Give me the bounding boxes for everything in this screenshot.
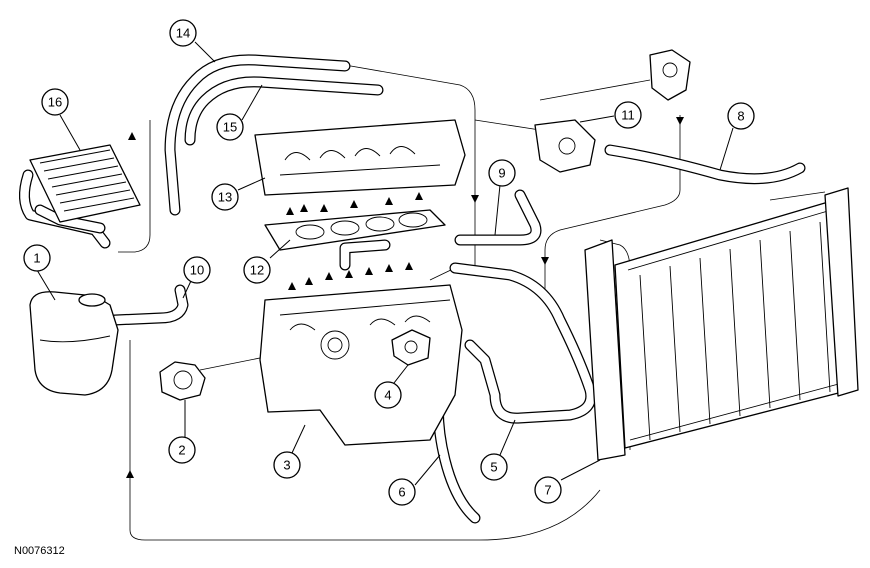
- coolant-outlet: [534, 119, 596, 173]
- svg-text:12: 12: [250, 263, 264, 278]
- svg-text:9: 9: [498, 166, 505, 181]
- callout-14: 14: [169, 19, 197, 47]
- callout-13: 13: [211, 183, 239, 211]
- radiator: [584, 187, 859, 461]
- callout-3: 3: [273, 451, 301, 479]
- callout-8: 8: [727, 102, 755, 130]
- callout-10: 10: [183, 256, 211, 284]
- callout-15: 15: [216, 113, 244, 141]
- svg-text:14: 14: [176, 26, 190, 41]
- svg-text:6: 6: [398, 485, 405, 500]
- callout-16: 16: [41, 88, 69, 116]
- heater-core: [29, 144, 141, 223]
- callout-6: 6: [388, 478, 416, 506]
- bypass-valve: [649, 49, 691, 101]
- callout-1: 1: [23, 244, 51, 272]
- callouts: 1 2 3 4 5 6 7 8 9 10 11 12 13 14 15 16: [23, 19, 755, 506]
- callout-11: 11: [614, 101, 642, 129]
- svg-text:11: 11: [621, 108, 635, 123]
- hoses: [19, 54, 806, 524]
- svg-text:10: 10: [190, 263, 204, 278]
- water-pump: [159, 361, 206, 401]
- figure-id: N0076312: [14, 545, 65, 557]
- svg-text:7: 7: [544, 483, 551, 498]
- flow-arrows: [126, 117, 684, 478]
- svg-text:8: 8: [737, 109, 744, 124]
- callout-12: 12: [243, 256, 271, 284]
- callout-4: 4: [374, 381, 402, 409]
- callout-9: 9: [488, 159, 516, 187]
- thermostat-housing: [391, 329, 431, 366]
- svg-text:13: 13: [218, 190, 232, 205]
- cylinder-head: [254, 119, 466, 196]
- svg-text:3: 3: [283, 458, 290, 473]
- expansion-tank: [29, 291, 119, 396]
- svg-text:15: 15: [223, 120, 237, 135]
- head-gasket: [264, 209, 446, 251]
- callout-7: 7: [534, 476, 562, 504]
- svg-text:5: 5: [490, 460, 497, 475]
- svg-text:16: 16: [48, 95, 62, 110]
- engine-block: [259, 284, 463, 446]
- flow-lines: [118, 64, 826, 541]
- callout-2: 2: [168, 436, 196, 464]
- svg-text:2: 2: [178, 443, 185, 458]
- svg-text:4: 4: [384, 388, 391, 403]
- leader-lines: [36, 41, 734, 486]
- svg-text:1: 1: [33, 251, 40, 266]
- callout-5: 5: [480, 453, 508, 481]
